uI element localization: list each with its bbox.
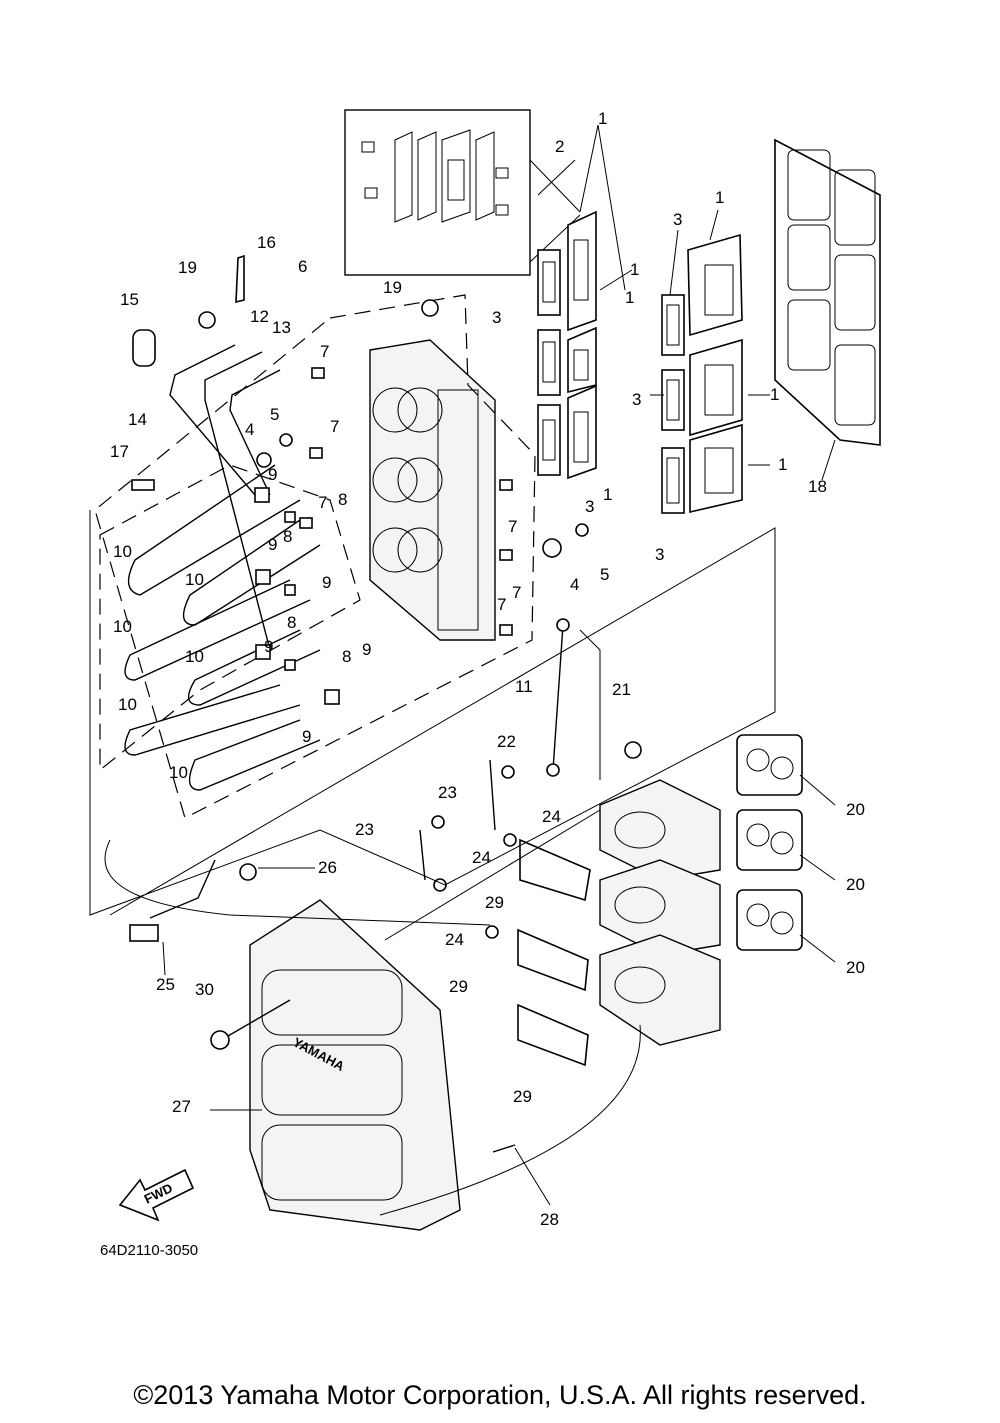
callout-7: 7 (497, 595, 506, 614)
callout-7: 7 (330, 417, 339, 436)
callout-9: 9 (264, 637, 273, 656)
callout-11: 11 (515, 677, 533, 696)
callout-1: 1 (778, 455, 787, 474)
manifold-outline (94, 294, 536, 819)
callout-9: 9 (268, 535, 277, 554)
callout-9: 9 (362, 640, 371, 659)
callout-1: 1 (598, 109, 607, 128)
intake-manifold-gasket (774, 138, 881, 446)
reed-valve-stack-middle (537, 210, 597, 480)
callout-19: 19 (383, 278, 402, 297)
hardware (131, 254, 589, 558)
callout-22: 22 (497, 732, 516, 751)
copyright-notice: ©2013 Yamaha Motor Corporation, U.S.A. A… (133, 1380, 867, 1410)
callout-1: 1 (715, 188, 724, 207)
callout-7: 7 (318, 493, 327, 512)
callout-16: 16 (257, 233, 276, 252)
pipes-12-13-14 (169, 344, 281, 651)
callout-9: 9 (302, 727, 311, 746)
fittings (254, 367, 513, 705)
intake-manifold (369, 339, 496, 641)
callout-21: 21 (612, 680, 631, 699)
leader-lines (89, 124, 836, 1216)
callout-4: 4 (570, 575, 579, 594)
callout-13: 13 (272, 318, 291, 337)
throttle-bodies (599, 779, 721, 1046)
cover-bolt-and-hose (210, 999, 516, 1153)
silencer-gaskets (517, 838, 591, 1067)
callout-5: 5 (270, 405, 279, 424)
intake-sensor (129, 859, 257, 942)
callout-29: 29 (485, 893, 504, 912)
callout-14: 14 (128, 410, 147, 429)
callout-8: 8 (283, 527, 292, 546)
callout-19: 19 (178, 258, 197, 277)
callout-17: 17 (110, 442, 129, 461)
callout-3: 3 (673, 210, 682, 229)
callout-24: 24 (542, 807, 561, 826)
callout-12: 12 (250, 307, 269, 326)
callout-20: 20 (846, 800, 865, 819)
callout-30: 30 (195, 980, 214, 999)
callout-7: 7 (512, 583, 521, 602)
callout-10: 10 (185, 647, 204, 666)
callout-9: 9 (322, 573, 331, 592)
callout-3: 3 (632, 390, 641, 409)
callout-28: 28 (540, 1210, 559, 1229)
callout-24: 24 (472, 848, 491, 867)
silencer-cover: YAMAHA (249, 899, 461, 1231)
forward-arrow: FWD (118, 1168, 195, 1222)
callout-25: 25 (156, 975, 175, 994)
callout-7: 7 (508, 517, 517, 536)
callout-15: 15 (120, 290, 139, 309)
callout-10: 10 (185, 570, 204, 589)
callout-24: 24 (445, 930, 464, 949)
callout-3: 3 (655, 545, 664, 564)
callout-8: 8 (287, 613, 296, 632)
callout-26: 26 (318, 858, 337, 877)
callout-3: 3 (585, 497, 594, 516)
callout-5: 5 (600, 565, 609, 584)
callout-8: 8 (338, 490, 347, 509)
reed-valve-stack-right (661, 233, 743, 514)
hose-group-outline (99, 464, 361, 772)
callout-2: 2 (555, 137, 564, 156)
callout-18: 18 (808, 477, 827, 496)
callout-29: 29 (449, 977, 468, 996)
callout-4: 4 (245, 420, 254, 439)
callout-9: 9 (268, 465, 277, 484)
callout-10: 10 (113, 617, 132, 636)
callout-6: 6 (298, 257, 307, 276)
callout-23: 23 (355, 820, 374, 839)
callout-20: 20 (846, 958, 865, 977)
callout-27: 27 (172, 1097, 191, 1116)
callout-10: 10 (113, 542, 132, 561)
callout-labels: 1 2 1 3 16 6 19 1 19 1 15 12 3 13 7 1 3 … (110, 109, 865, 1229)
callout-29: 29 (513, 1087, 532, 1106)
callout-10: 10 (169, 763, 188, 782)
drawing-code: 64D2110-3050 (100, 1242, 198, 1259)
callout-1: 1 (625, 288, 634, 307)
callout-1: 1 (603, 485, 612, 504)
callout-7: 7 (320, 342, 329, 361)
throttle-body-gaskets (736, 734, 803, 951)
callout-3: 3 (492, 308, 501, 327)
callout-20: 20 (846, 875, 865, 894)
callout-1: 1 (630, 260, 639, 279)
callout-23: 23 (438, 783, 457, 802)
callout-10: 10 (118, 695, 137, 714)
callout-8: 8 (342, 647, 351, 666)
callout-1: 1 (770, 385, 779, 404)
